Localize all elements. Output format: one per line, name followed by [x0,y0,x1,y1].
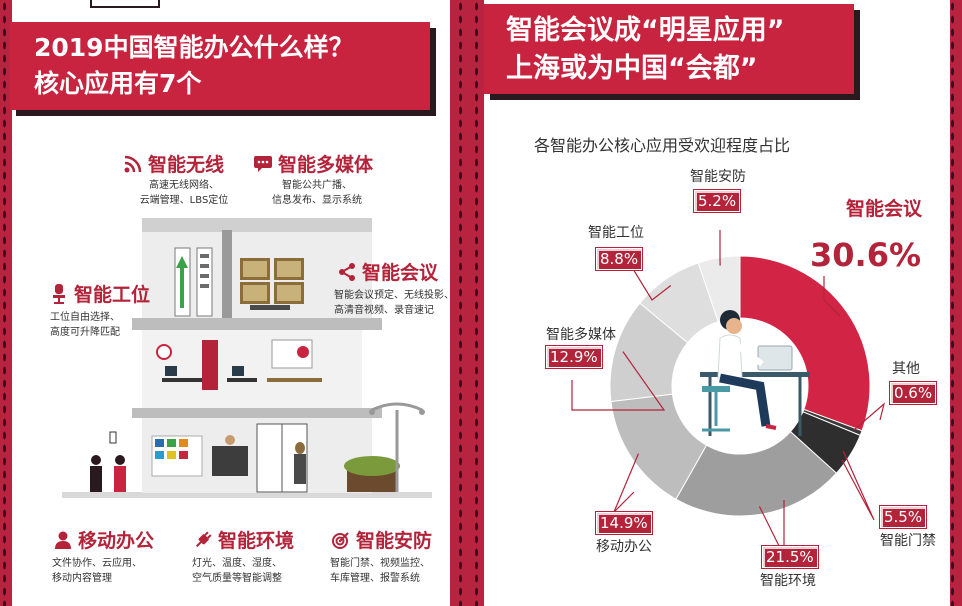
desc-line: 工位自由选择、 [50,312,120,323]
item-desc-multimedia: 智能公共广播、 信息发布、显示系统 [252,178,382,208]
item-title-text: 移动办公 [78,530,155,552]
desc-line: 文件协作、云应用、 [52,558,142,569]
right-header: 智能会议成“明星应用” 上海或为中国“会都” [484,4,854,94]
target-icon [330,529,352,551]
item-title-text: 智能多媒体 [278,154,374,176]
right-panel: 各智能办公核心应用受欢迎程度占比 [484,0,950,606]
left-title-line1: 2019中国智能办公什么样？ [34,33,354,62]
chat-icon [252,153,274,175]
donut-chart [571,230,886,557]
share-icon [336,261,358,283]
slice-value-7: 5.2% [692,189,742,213]
item-title-text: 智能会议 [362,262,439,284]
decor-box [90,0,160,8]
plug-icon [192,529,214,551]
desc-line: 高清音视频、录音速记 [334,305,434,316]
desc-line: 灯光、温度、湿度、 [192,558,282,569]
wifi-icon [122,153,144,175]
slice-label-2: 智能门禁 [880,533,936,549]
item-title-multimedia: 智能多媒体 [252,150,373,177]
desc-line: 高度可升降匹配 [50,327,120,338]
item-title-mobile: 移动办公 [52,526,154,553]
woman-at-desk-illustration [700,310,810,436]
item-desc-mobile: 文件协作、云应用、 移动内容管理 [52,556,172,586]
item-desc-security: 智能门禁、视频监控、 车库管理、报警系统 [330,556,450,586]
slice-label-7: 智能安防 [690,169,746,185]
decor-dots-mid [458,0,463,606]
desc-line: 信息发布、显示系统 [272,195,362,206]
item-title-wireless: 智能无线 [122,150,224,177]
slice-value-5: 12.9% [545,345,603,369]
item-title-environment: 智能环境 [192,526,294,553]
decor-dots-right [950,0,955,606]
leader-line-0 [823,276,841,317]
item-title-text: 智能工位 [74,284,151,306]
decor-dots-mid2 [474,0,479,606]
item-title-text: 智能安防 [356,530,433,552]
desc-line: 空气质量等智能调整 [192,573,282,584]
item-title-workstation: 智能工位 [48,280,150,307]
item-desc-workstation: 工位自由选择、 高度可升降匹配 [50,310,160,340]
left-title-line2: 核心应用有7个 [34,69,202,98]
right-title-line2: 上海或为中国“会都” [506,53,758,84]
item-desc-wireless: 高速无线网络、 云端管理、LBS定位 [124,178,244,208]
item-title-text: 智能无线 [148,154,225,176]
slice-value-3: 21.5% [761,545,819,569]
slice-label-6: 智能工位 [588,225,644,241]
chart-title: 各智能办公核心应用受欢迎程度占比 [534,136,791,155]
item-title-text: 智能环境 [218,530,295,552]
leader-line-4 [613,453,640,513]
slice-value-2: 5.5% [878,505,928,529]
desc-line: 移动内容管理 [52,573,112,584]
desc-line: 智能门禁、视频监控、 [330,558,430,569]
left-header: 2019中国智能办公什么样？ 核心应用有7个 [10,22,430,110]
item-desc-meeting: 智能会议预定、无线投影、 高清音视频、录音速记 [334,288,454,318]
slice-label-1: 其他 [892,361,920,377]
slice-label-4: 移动办公 [596,539,652,555]
item-title-security: 智能安防 [330,526,432,553]
slice-value-0: 30.6% [810,236,922,274]
slice-label-5: 智能多媒体 [546,327,616,343]
right-title-line1: 智能会议成“明星应用” [506,15,785,46]
desc-line: 智能会议预定、无线投影、 [334,290,454,301]
desc-line: 车库管理、报警系统 [330,573,420,584]
chair-icon [48,283,70,305]
person-icon [52,529,74,551]
item-desc-environment: 灯光、温度、湿度、 空气质量等智能调整 [192,556,322,586]
leader-line-6 [629,263,672,301]
leader-line-5 [571,351,666,411]
item-title-meeting: 智能会议 [336,258,438,285]
desc-line: 智能公共广播、 [282,180,352,191]
slice-value-1: 0.6% [888,381,938,405]
slice-value-4: 14.9% [595,511,653,535]
leader-line-2 [841,450,875,521]
slice-label-3: 智能环境 [760,573,816,589]
decor-dots-left [2,0,7,606]
office-building-illustration [62,218,432,498]
slice-label-0: 智能会议 [846,198,923,220]
leader-line-1 [853,402,886,431]
desc-line: 高速无线网络、 [149,180,219,191]
slice-value-6: 8.8% [594,247,644,271]
desc-line: 云端管理、LBS定位 [139,195,229,206]
